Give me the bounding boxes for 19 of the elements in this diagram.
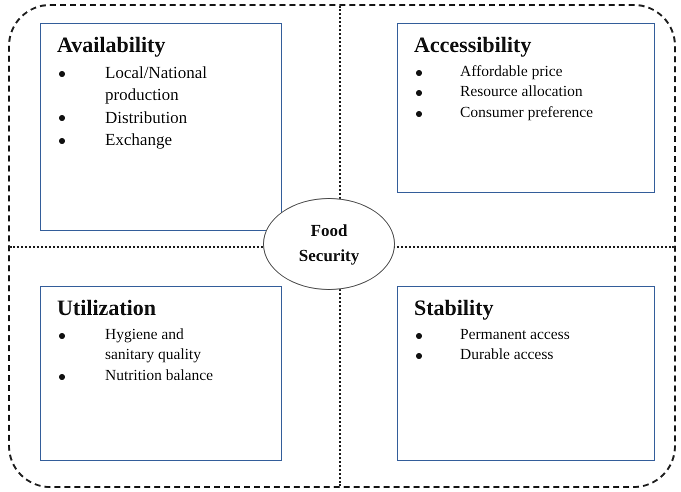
category-box — [40, 286, 282, 461]
bullet-item: Hygiene and sanitary quality — [57, 325, 215, 366]
bullet-item: Nutrition balance — [57, 366, 215, 386]
category-heading: Utilization — [57, 295, 157, 321]
bullet-item: Consumer preference — [414, 102, 595, 124]
category-heading: Stability — [414, 295, 494, 321]
category-heading: Accessibility — [414, 32, 532, 58]
bullet-item: Permanent access — [414, 325, 620, 346]
category-box — [397, 286, 655, 461]
category-heading: Availability — [57, 32, 166, 58]
bullet-item: Resource allocation — [414, 82, 595, 103]
bullet-item: Durable access — [414, 345, 620, 366]
bullet-item: Exchange — [57, 129, 235, 152]
bullet-item: Local/National production — [57, 62, 235, 107]
center-label: Food Security — [298, 220, 360, 267]
category-box — [397, 23, 655, 193]
bullet-item: Affordable price — [414, 62, 595, 82]
category-box — [40, 23, 282, 231]
bullet-item: Distribution — [57, 106, 235, 130]
